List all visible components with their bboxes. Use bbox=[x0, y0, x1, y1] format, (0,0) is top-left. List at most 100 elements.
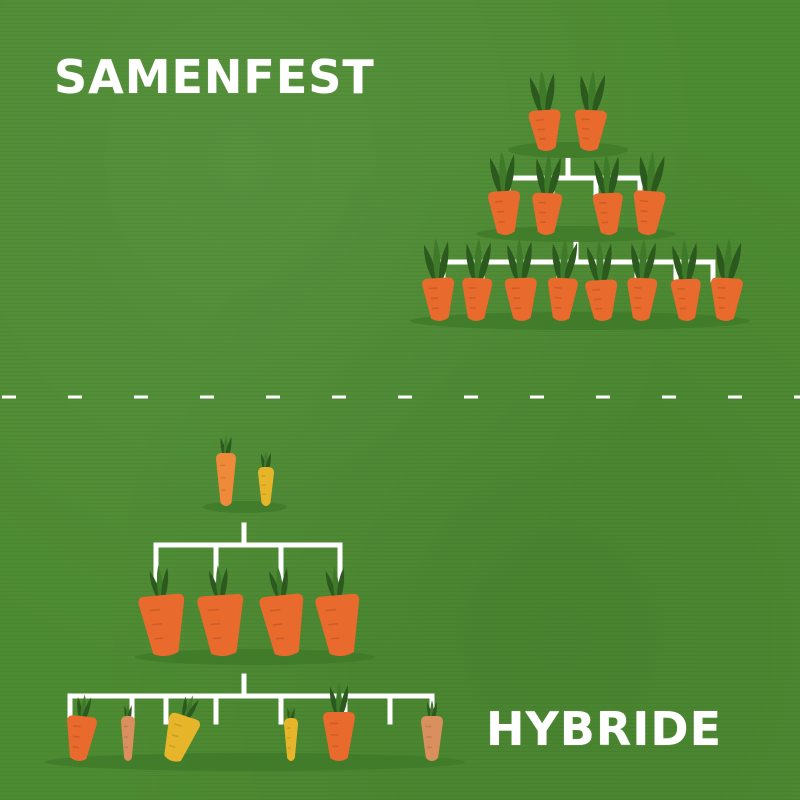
carrot-ridge bbox=[328, 623, 338, 626]
f2-carrot-3 bbox=[164, 695, 201, 762]
carrot-ridge bbox=[72, 746, 79, 749]
carrot-body bbox=[121, 716, 135, 761]
carrot-ridge bbox=[173, 723, 182, 727]
carrot-ridge bbox=[330, 637, 340, 640]
soil-mound-4 bbox=[203, 501, 287, 513]
gen3-carrot-1 bbox=[422, 238, 455, 321]
carrot-leaf bbox=[643, 242, 656, 281]
carrot-ridge bbox=[154, 637, 164, 640]
carrot-leaf bbox=[82, 697, 92, 719]
carrot-leaf bbox=[438, 241, 449, 281]
carrot-leaf bbox=[220, 567, 228, 598]
carrot-leaf bbox=[339, 685, 349, 714]
carrot-leaf bbox=[521, 241, 532, 280]
soil-mound-3 bbox=[410, 312, 750, 330]
carrot-ridge bbox=[72, 735, 80, 738]
carrot-body bbox=[216, 453, 236, 506]
carrot-leaf bbox=[602, 243, 612, 282]
hybrid-parent-1 bbox=[216, 435, 236, 506]
f2-carrot-6 bbox=[421, 700, 443, 761]
carrot-leaf bbox=[594, 159, 607, 196]
carrot-ridge bbox=[275, 637, 285, 640]
carrot-leaf bbox=[596, 240, 604, 283]
f2-carrot-4 bbox=[284, 706, 298, 761]
carrot-ridge bbox=[171, 734, 179, 738]
carrot-leaf bbox=[507, 244, 520, 281]
open-pollinated-title: SAMENFEST bbox=[54, 50, 375, 104]
carrot-leaf bbox=[504, 154, 515, 194]
carrot-body bbox=[627, 277, 658, 321]
gen3-carrot-4 bbox=[547, 238, 578, 321]
carrot-body bbox=[488, 190, 521, 235]
soil-mound-5 bbox=[135, 649, 375, 665]
carrot-ridge bbox=[72, 725, 81, 728]
carrot-leaf bbox=[672, 245, 685, 282]
carrot-leaf bbox=[529, 77, 544, 113]
soil-layer bbox=[45, 142, 750, 771]
f2-carrot-2 bbox=[121, 704, 135, 761]
carrot-body bbox=[585, 279, 618, 321]
f1-carrot-4 bbox=[315, 565, 360, 657]
carrot-body bbox=[259, 593, 304, 657]
carrot-body bbox=[197, 593, 244, 657]
carrot-leaf bbox=[466, 243, 477, 280]
carrot-leaf bbox=[424, 244, 437, 281]
carrot-leaf bbox=[608, 156, 619, 195]
carrot-body bbox=[670, 278, 701, 321]
carrot-leaf bbox=[545, 73, 555, 113]
carrot-leaf bbox=[265, 452, 271, 469]
gen3-carrot-2 bbox=[462, 238, 493, 321]
carrot-leaf bbox=[478, 242, 491, 281]
carrot-ridge bbox=[212, 637, 222, 640]
carrot-leaf bbox=[185, 699, 199, 720]
carrot-ridge bbox=[210, 623, 221, 626]
carrot-body bbox=[164, 712, 201, 762]
carrot-body bbox=[462, 277, 493, 321]
carrot-layer bbox=[67, 70, 743, 762]
carrot-body bbox=[574, 109, 607, 151]
carrot-leaf bbox=[433, 238, 441, 281]
carrot-body bbox=[421, 716, 443, 761]
gen3-carrot-5 bbox=[585, 240, 618, 321]
carrot-leaf bbox=[631, 243, 642, 280]
carrot-body bbox=[547, 277, 578, 321]
carrot-leaf bbox=[126, 705, 132, 718]
carrot-leaf bbox=[686, 242, 697, 281]
carrot-leaf bbox=[587, 246, 601, 283]
carrot-ridge bbox=[151, 623, 162, 626]
parent-carrot-2 bbox=[574, 70, 607, 151]
gen3-carrot-8 bbox=[710, 238, 743, 321]
carrot-leaf bbox=[650, 156, 665, 194]
carrot-body bbox=[504, 277, 537, 321]
carrot-leaf bbox=[591, 74, 605, 113]
parent-carrot-1 bbox=[528, 70, 561, 151]
carrot-leaf bbox=[431, 701, 437, 718]
carrot-body bbox=[67, 715, 97, 762]
carrot-ridge bbox=[207, 608, 220, 612]
f1-carrot-1 bbox=[138, 565, 185, 657]
carrot-body bbox=[315, 593, 360, 657]
carrot-ridge bbox=[269, 609, 281, 612]
soil-mound-1 bbox=[508, 142, 628, 158]
carrot-leaf bbox=[539, 70, 547, 113]
carrot-leaf bbox=[681, 239, 689, 282]
gen3-carrot-3 bbox=[504, 238, 537, 321]
carrot-ridge bbox=[272, 623, 283, 626]
carrot-body bbox=[532, 192, 563, 235]
carrot-ridge bbox=[325, 608, 337, 612]
gen2-carrot-1 bbox=[488, 151, 521, 235]
carrot-body bbox=[258, 467, 274, 506]
carrot-leaf bbox=[161, 567, 169, 598]
carrot-ridge bbox=[169, 744, 176, 748]
carrot-body bbox=[284, 718, 298, 761]
carrot-leaf bbox=[516, 238, 524, 281]
carrot-leaf bbox=[183, 695, 194, 719]
carrot-leaf bbox=[603, 153, 611, 196]
carrot-leaf bbox=[639, 156, 649, 194]
f2-carrot-5 bbox=[323, 682, 355, 761]
carrot-body bbox=[592, 192, 623, 235]
carrot-body bbox=[138, 593, 185, 657]
soil-mound-6 bbox=[45, 753, 465, 771]
carrot-leaf bbox=[728, 242, 742, 281]
